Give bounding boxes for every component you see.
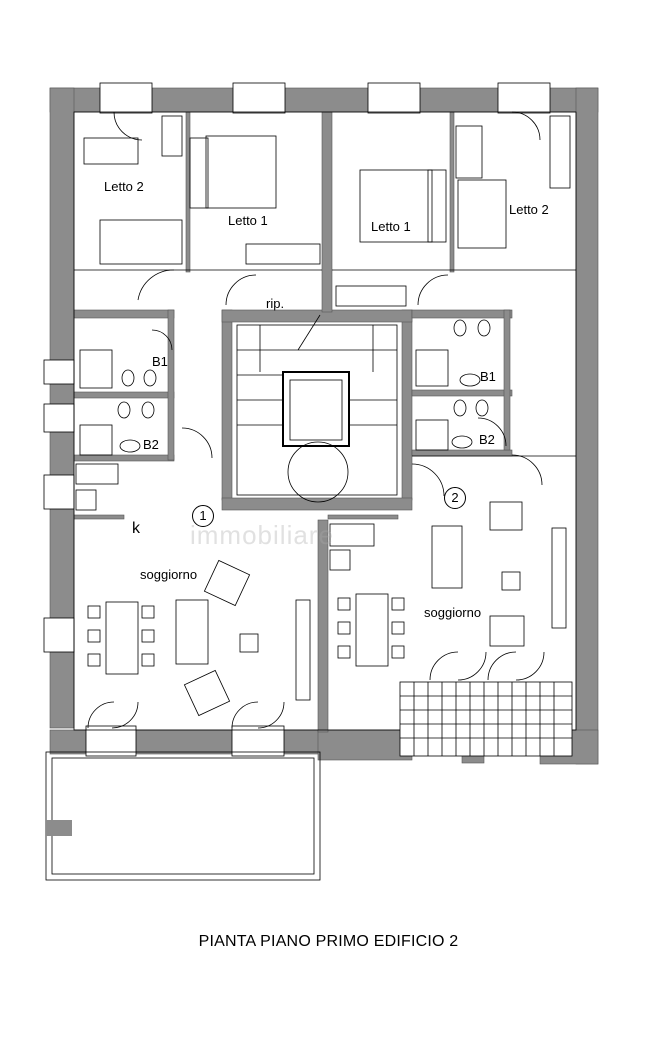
label-ripostiglio: rip. [266,296,285,311]
balcony-grid [399,681,573,757]
label-b2-right: B2 [479,432,495,447]
label-letto2-left: Letto 2 [104,179,144,194]
label-letto1-left: Letto 1 [228,213,268,228]
terrace-pillar [46,820,72,836]
watermark: immobiliare [190,520,334,550]
windows [43,82,551,757]
label-letto2-right: Letto 2 [509,202,549,217]
label-letto1-right: Letto 1 [371,219,411,234]
label-kitchen: k [132,520,140,537]
label-b1-left: B1 [152,354,168,369]
label-b1-right: B1 [480,369,496,384]
unit-number-1: 1 [192,505,214,527]
plan-title: PIANTA PIANO PRIMO EDIFICIO 2 [198,933,459,950]
label-soggiorno-right: soggiorno [424,605,482,620]
unit-number-2: 2 [444,487,466,509]
interior-lines [45,111,577,881]
label-soggiorno-left: soggiorno [140,567,198,582]
label-b2-left: B2 [143,437,159,452]
